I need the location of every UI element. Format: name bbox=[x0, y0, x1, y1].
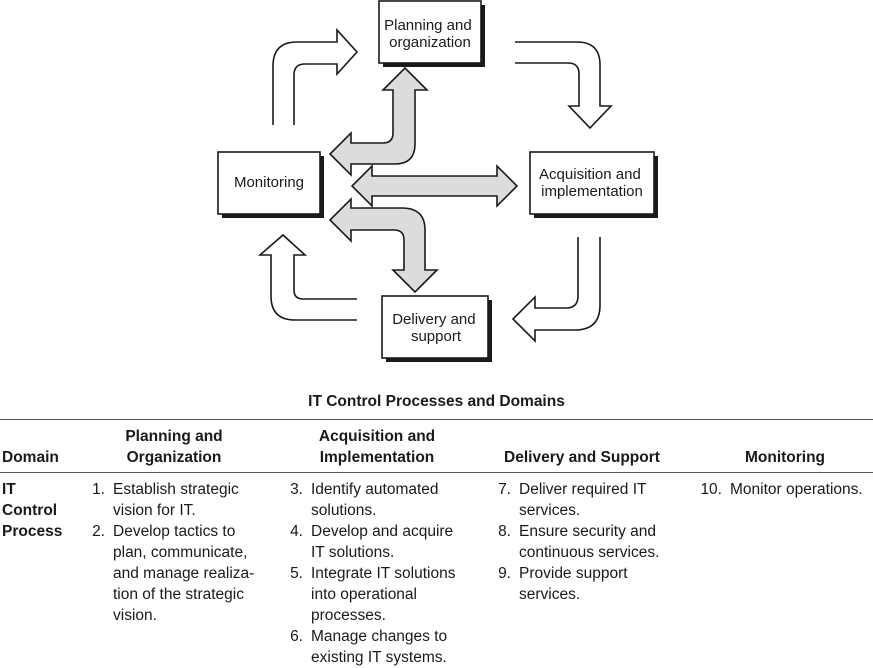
node-acquisition: Acquisition and implementation bbox=[529, 151, 658, 218]
node-monitoring-line-1: Monitoring bbox=[234, 174, 304, 191]
cycle-arrow-acquisition-to-delivery bbox=[511, 237, 601, 343]
node-planning: Planning and organization bbox=[378, 0, 485, 67]
item-text: Deliver required IT bbox=[519, 481, 647, 498]
item-number: 2. bbox=[92, 523, 105, 540]
item-text: Identify automated bbox=[311, 481, 439, 498]
header-monitoring-line-1: Monitoring bbox=[744, 449, 826, 466]
item-text: plan, communicate, bbox=[113, 544, 248, 561]
item-text: Develop and acquire bbox=[311, 523, 454, 540]
row-label: IT Control Process bbox=[2, 479, 62, 542]
node-monitoring: Monitoring bbox=[217, 151, 324, 218]
item-text: Manage changes to bbox=[311, 628, 448, 645]
list-item: 10. Monitor operations. bbox=[690, 479, 863, 500]
header-acquisition-line-1: Acquisition and bbox=[318, 428, 436, 445]
header-delivery: Delivery and Support bbox=[490, 447, 674, 468]
item-text: tion of the strategic bbox=[113, 586, 244, 603]
item-number: 10. bbox=[700, 481, 722, 498]
list-item: 8. Ensure security and continuous servic… bbox=[482, 521, 659, 563]
item-number: 6. bbox=[290, 628, 303, 645]
column-planning-items: 1. Establish strategic vision for IT. 2.… bbox=[76, 479, 254, 626]
svg-text:Acquisition and implemen: Acquisition and implementation bbox=[539, 166, 645, 200]
item-text: continuous services. bbox=[519, 544, 660, 561]
list-item: 7. Deliver required IT services. bbox=[482, 479, 659, 521]
list-item: 9. Provide support services. bbox=[482, 563, 659, 605]
item-text: into operational bbox=[311, 586, 417, 603]
item-text: and manage realiza- bbox=[113, 565, 255, 582]
table-title: IT Control Processes and Domains bbox=[308, 393, 565, 410]
item-number: 7. bbox=[498, 481, 511, 498]
node-acquisition-line-1: Acquisition and bbox=[539, 166, 641, 183]
cycle-arrow-monitoring-to-planning bbox=[272, 27, 359, 125]
column-monitoring-items: 10. Monitor operations. bbox=[690, 479, 863, 500]
node-planning-line-1: Planning and bbox=[384, 17, 472, 34]
node-planning-line-2: organization bbox=[389, 34, 471, 51]
item-number: 5. bbox=[290, 565, 303, 582]
table-header-rule bbox=[0, 472, 873, 473]
item-text: Establish strategic bbox=[113, 481, 239, 498]
gray-arrow-monitoring-planning bbox=[328, 66, 429, 177]
column-delivery-items: 7. Deliver required IT services. 8. Ensu… bbox=[482, 479, 659, 605]
list-item: 3. Identify automated solutions. bbox=[274, 479, 455, 521]
svg-text:Delivery and support: Delivery and support bbox=[392, 311, 480, 345]
row-label-line-1: IT bbox=[2, 481, 16, 498]
gray-arrow-monitoring-delivery bbox=[328, 197, 439, 294]
item-number: 1. bbox=[92, 481, 105, 498]
header-planning-line-1: Planning and bbox=[125, 428, 223, 445]
header-monitoring: Monitoring bbox=[700, 447, 870, 468]
svg-text:Monitoring: Monitoring bbox=[234, 174, 304, 191]
item-number: 3. bbox=[290, 481, 303, 498]
row-label-line-3: Process bbox=[2, 523, 63, 540]
header-acquisition-line-2: Implementation bbox=[319, 449, 435, 466]
item-text: existing IT systems. bbox=[311, 649, 447, 666]
table-top-rule bbox=[0, 419, 873, 420]
list-item: 1. Establish strategic vision for IT. bbox=[76, 479, 254, 521]
header-planning: Planning and Organization bbox=[100, 426, 248, 468]
column-acquisition-items: 3. Identify automated solutions. 4. Deve… bbox=[274, 479, 455, 668]
list-item: 4. Develop and acquire IT solutions. bbox=[274, 521, 455, 563]
node-acquisition-line-2: implementation bbox=[541, 183, 643, 200]
list-item: 6. Manage changes to existing IT systems… bbox=[274, 626, 455, 668]
node-delivery-line-2: support bbox=[411, 328, 462, 345]
item-number: 9. bbox=[498, 565, 511, 582]
item-text: vision. bbox=[113, 607, 157, 624]
item-number: 4. bbox=[290, 523, 303, 540]
item-text: Integrate IT solutions bbox=[311, 565, 456, 582]
item-text: solutions. bbox=[311, 502, 377, 519]
item-text: Provide support bbox=[519, 565, 628, 582]
svg-text:Planning and organizatio: Planning and organization bbox=[384, 17, 476, 51]
control-cycle-diagram: Planning and organization Acquisition an… bbox=[217, 0, 658, 362]
item-text: services. bbox=[519, 502, 581, 519]
item-text: Ensure security and bbox=[519, 523, 656, 540]
gray-arrow-monitoring-acquisition bbox=[350, 164, 519, 208]
node-delivery-line-1: Delivery and bbox=[392, 311, 475, 328]
list-item: 2. Develop tactics to plan, communicate,… bbox=[76, 521, 254, 626]
header-acquisition: Acquisition and Implementation bbox=[295, 426, 459, 468]
domain-header: Domain bbox=[2, 449, 59, 466]
row-label-line-2: Control bbox=[2, 502, 58, 519]
list-item: 5. Integrate IT solutions into operation… bbox=[274, 563, 455, 626]
item-text: Monitor operations. bbox=[730, 481, 863, 498]
item-number: 8. bbox=[498, 523, 511, 540]
item-text: Develop tactics to bbox=[113, 523, 236, 540]
item-text: vision for IT. bbox=[113, 502, 196, 519]
header-planning-line-2: Organization bbox=[126, 449, 222, 466]
cycle-arrow-planning-to-acquisition bbox=[515, 41, 613, 130]
item-text: services. bbox=[519, 586, 581, 603]
cycle-arrow-delivery-to-monitoring bbox=[257, 233, 357, 321]
item-text: processes. bbox=[311, 607, 386, 624]
header-delivery-line-1: Delivery and Support bbox=[504, 449, 660, 466]
item-text: IT solutions. bbox=[311, 544, 395, 561]
node-delivery: Delivery and support bbox=[381, 295, 492, 362]
